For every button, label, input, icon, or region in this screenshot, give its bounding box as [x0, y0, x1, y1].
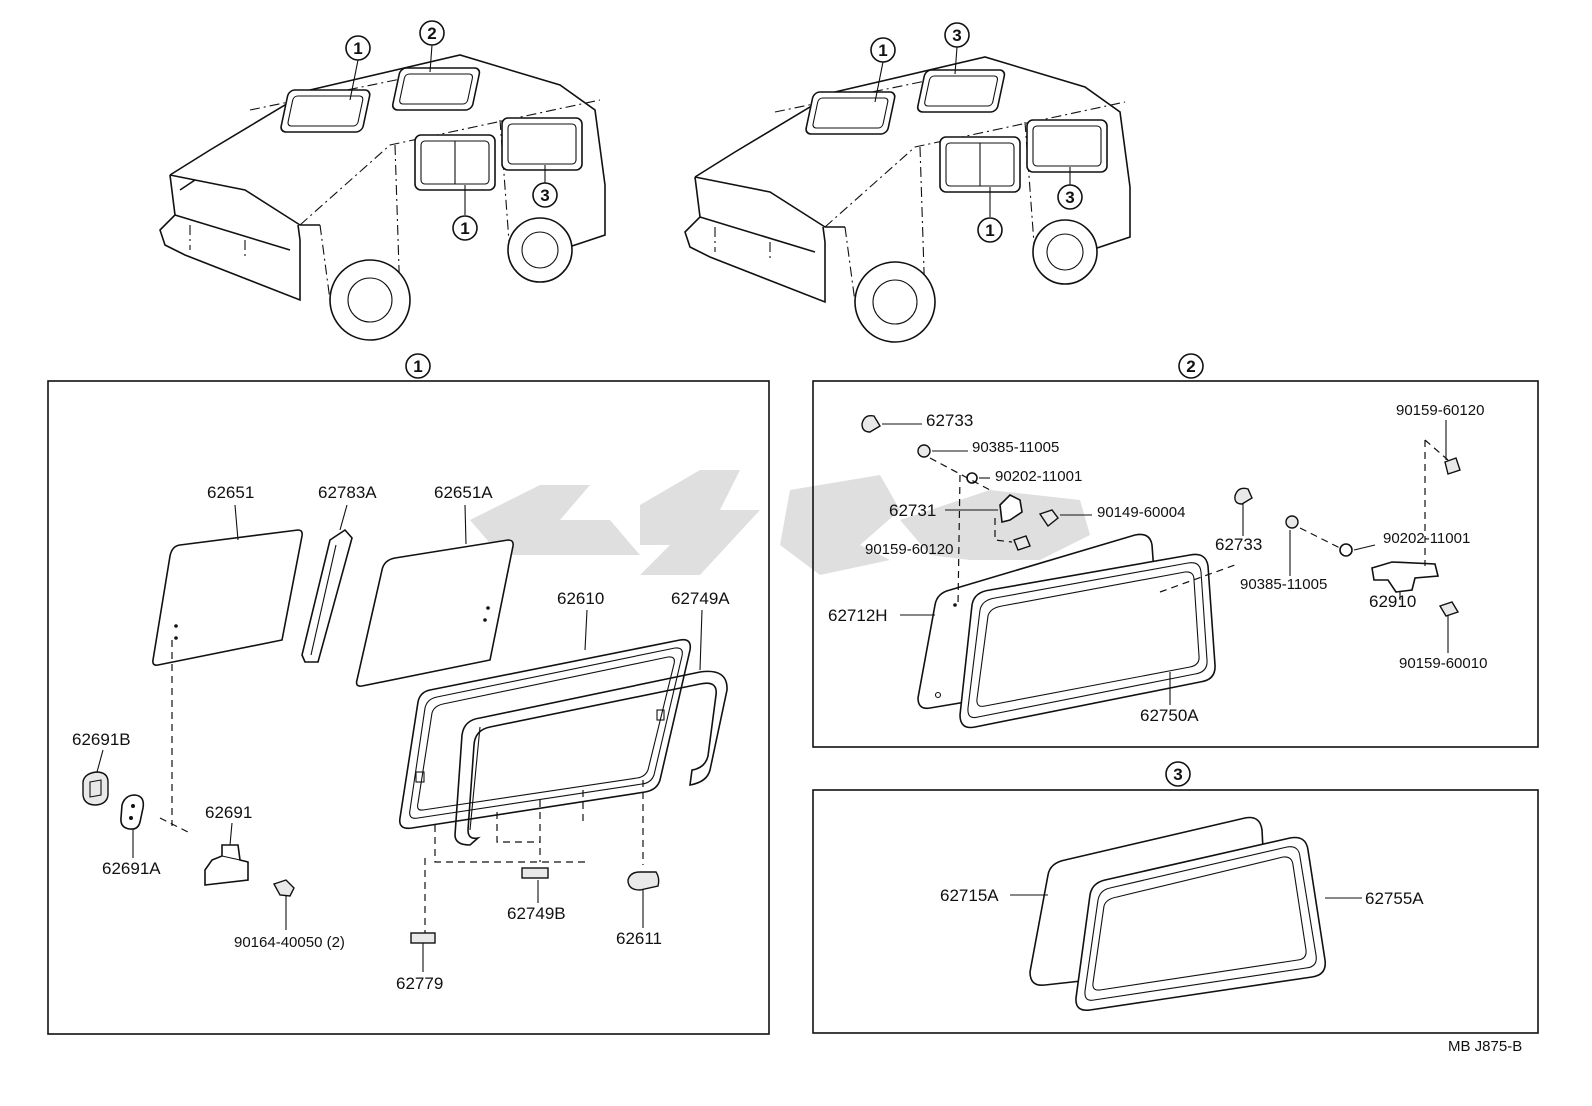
washer-90202-b — [1339, 543, 1353, 557]
label-90385-11005-b: 90385-11005 — [1240, 576, 1327, 593]
nut-90385-a — [917, 444, 931, 458]
svg-text:1: 1 — [878, 41, 887, 60]
label-62779: 62779 — [396, 974, 443, 993]
clip-62749B — [521, 867, 549, 879]
van-illustration-left: 1 2 3 1 — [159, 20, 606, 341]
label-62749A: 62749A — [671, 589, 730, 608]
svg-text:1: 1 — [460, 219, 469, 238]
panel-1-number: 1 — [405, 353, 431, 379]
label-62712H: 62712H — [828, 606, 888, 625]
label-62691A: 62691A — [102, 859, 161, 878]
washer-90202-a — [966, 472, 978, 484]
screw-90159-c — [1438, 601, 1460, 617]
svg-text:3: 3 — [952, 26, 961, 45]
panel-1: 1 — [47, 353, 770, 1035]
label-90202-11001-a: 90202-11001 — [995, 468, 1082, 485]
label-62715A: 62715A — [940, 886, 999, 905]
callout-side-door: 1 — [977, 217, 1003, 243]
callout-roof-rear: 2 — [419, 20, 445, 46]
label-62651A: 62651A — [434, 483, 493, 502]
panel-3-frame — [812, 789, 1539, 1034]
nut-90385-b — [1285, 515, 1299, 529]
label-90159-60120-a: 90159-60120 — [865, 541, 953, 558]
label-90164-40050: 90164-40050 (2) — [234, 934, 345, 951]
glass-62651 — [152, 529, 303, 666]
screw-90159-b — [1444, 457, 1461, 475]
screw-90164 — [272, 879, 295, 897]
svg-text:3: 3 — [1173, 765, 1182, 784]
panel-1-frame — [47, 380, 770, 1035]
panel-2-number: 2 — [1178, 353, 1204, 379]
label-90149-60004: 90149-60004 — [1097, 504, 1185, 521]
van-illustration-right: 1 3 3 1 — [684, 22, 1131, 343]
bracket-62731 — [999, 494, 1023, 523]
label-62755A: 62755A — [1365, 889, 1424, 908]
watermark-logo — [470, 470, 1090, 575]
panel-2-frame — [812, 380, 1539, 748]
label-62733-a: 62733 — [926, 411, 973, 430]
svg-text:1: 1 — [985, 221, 994, 240]
label-90385-11005-a: 90385-11005 — [972, 439, 1059, 456]
glass-62651A — [355, 539, 514, 687]
screw-90149 — [1038, 509, 1059, 528]
label-62910: 62910 — [1369, 592, 1416, 611]
label-62731: 62731 — [889, 501, 936, 520]
callout-side-rear: 3 — [532, 182, 558, 208]
label-62691B: 62691B — [72, 730, 131, 749]
svg-text:1: 1 — [413, 357, 422, 376]
label-62691: 62691 — [205, 803, 252, 822]
svg-text:3: 3 — [540, 186, 549, 205]
label-90202-11001-b: 90202-11001 — [1383, 530, 1470, 547]
cap-62733-a — [861, 414, 881, 433]
label-62750A: 62750A — [1140, 706, 1199, 725]
label-62610: 62610 — [557, 589, 604, 608]
run-channel-62749A — [454, 670, 728, 846]
svg-text:2: 2 — [1186, 357, 1195, 376]
callout-side-door: 1 — [452, 215, 478, 241]
panel-3-number: 3 — [1165, 761, 1191, 787]
screw-90159-a — [1013, 535, 1031, 551]
svg-text:3: 3 — [1065, 188, 1074, 207]
label-62749B: 62749B — [507, 904, 566, 923]
callout-roof-rear: 3 — [944, 22, 970, 48]
label-62651: 62651 — [207, 483, 254, 502]
label-62733-b: 62733 — [1215, 535, 1262, 554]
division-bar-62783A — [301, 528, 353, 663]
callout-roof-front: 1 — [870, 37, 896, 63]
weatherstrip-62750A — [959, 553, 1216, 729]
pad-62611 — [627, 871, 660, 891]
weatherstrip-62755A — [1075, 836, 1327, 1012]
cap-62733-b — [1234, 487, 1253, 505]
latch-62691 — [204, 844, 249, 886]
panel-3: 3 62715A 62755A — [812, 761, 1539, 1034]
panel-2: 2 — [812, 353, 1539, 748]
label-62783A: 62783A — [318, 483, 377, 502]
svg-text:1: 1 — [353, 39, 362, 58]
label-90159-60120-b: 90159-60120 — [1396, 402, 1484, 419]
callout-side-rear: 3 — [1057, 184, 1083, 210]
svg-text:2: 2 — [427, 24, 436, 43]
label-90159-60010: 90159-60010 — [1399, 655, 1487, 672]
callout-roof-front: 1 — [345, 35, 371, 61]
diagram-code: MB J875-B — [1448, 1038, 1522, 1055]
hinge-62910 — [1371, 561, 1440, 593]
plate-62691A — [120, 794, 145, 830]
clip-62779 — [410, 932, 436, 944]
label-62611: 62611 — [616, 929, 662, 948]
stopper-62691B — [82, 771, 109, 806]
